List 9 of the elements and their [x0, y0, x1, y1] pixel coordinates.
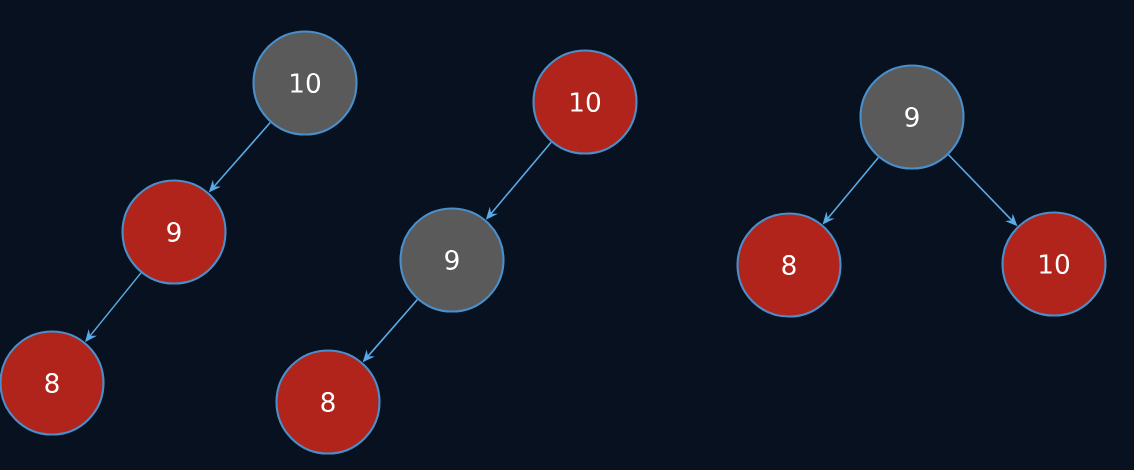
tree-node: 10 [252, 30, 358, 136]
tree-node: 9 [121, 179, 227, 285]
tree-node: 10 [532, 49, 638, 155]
tree-node: 10 [1001, 211, 1107, 317]
tree-node: 8 [736, 212, 842, 318]
tree-node: 9 [859, 64, 965, 170]
tree-node: 9 [399, 207, 505, 313]
tree-node: 8 [275, 349, 381, 455]
tree-node: 8 [0, 330, 105, 436]
